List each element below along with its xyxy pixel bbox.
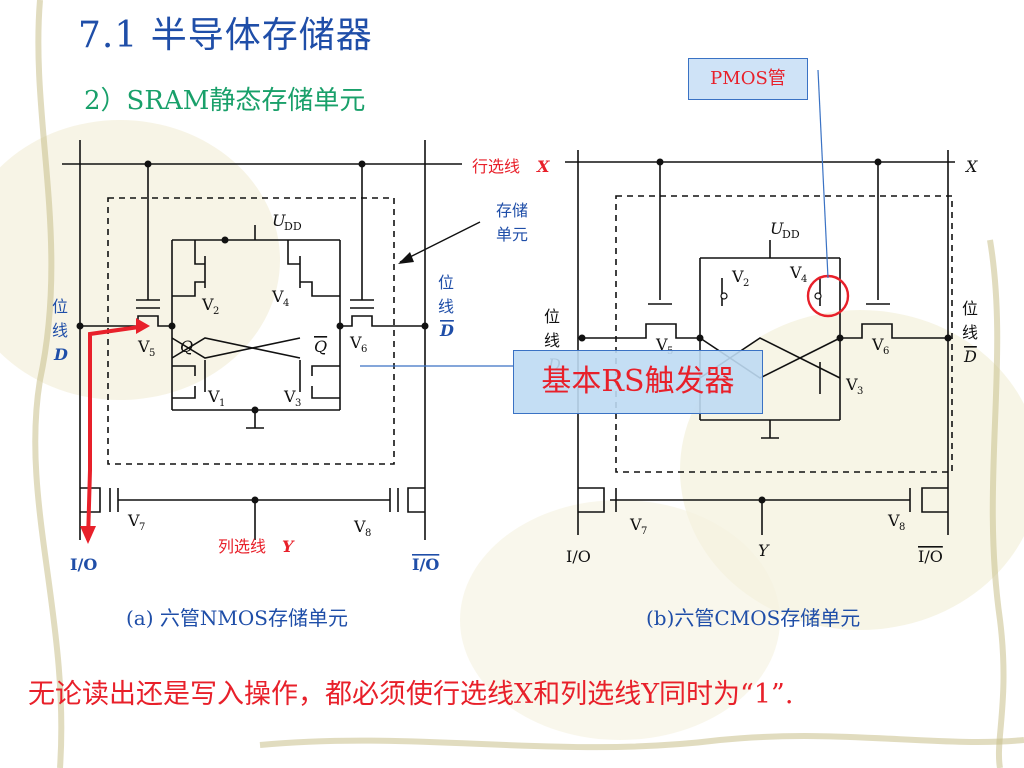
transistor-v4-label: V (271, 287, 284, 306)
transistor-v3-sub: 3 (295, 398, 301, 409)
io-label: I/O (70, 555, 97, 574)
transistor-v5-sub: 5 (149, 348, 155, 359)
transistor-v6-label-b: V (871, 335, 884, 354)
transistor-v6-label: V (349, 333, 362, 352)
row-select-label: 行选线 (472, 157, 520, 176)
col-select-var: Y (282, 537, 295, 556)
row-select-var-b: X (964, 157, 978, 176)
bitline-dbar-label: D (439, 321, 454, 340)
bitline-d-label: D (53, 345, 68, 364)
junction-dots (76, 158, 952, 504)
transistor-v3-label-b: V (845, 375, 858, 394)
pmos-bubble-icon (814, 292, 822, 300)
transistor-v7-sub-b: 7 (641, 526, 647, 537)
udd-subscript: DD (284, 220, 302, 233)
rs-flipflop-callout: 基本RS触发器 (513, 350, 763, 414)
transistor-v7-label-b: V (629, 515, 642, 534)
pmos-callout-pointer (817, 69, 829, 279)
transistor-v5-label-b: V (655, 335, 668, 354)
pmos-highlight-circle (806, 274, 850, 318)
slide-title: 7.1 半导体存储器 (78, 15, 373, 56)
udd-subscript-b: DD (782, 228, 800, 241)
bitline-label: 线 (52, 321, 68, 340)
transistor-v8-sub-b: 8 (899, 522, 905, 533)
bitline-label-b: 位 (544, 307, 560, 326)
bitline-label: 位 (438, 273, 454, 292)
transistor-v1-label: V (207, 387, 220, 406)
pmos-callout: PMOS管 (688, 58, 808, 100)
slide-note: 无论读出还是写入操作，都必须使行选线X和列选线Y同时为“1”. (28, 679, 794, 710)
col-select-label: 列选线 (218, 537, 266, 556)
iobar-label-b: I/O (918, 547, 943, 566)
transistor-v2-label-b: V (731, 267, 744, 286)
qbar-label: Q (314, 337, 327, 356)
io-label-b: I/O (566, 547, 591, 566)
bitline-label-b: 线 (544, 331, 560, 350)
transistor-v8-label-b: V (887, 511, 900, 530)
transistor-v6-sub: 6 (361, 344, 367, 355)
bitline-label: 线 (438, 297, 454, 316)
transistor-v1-sub: 1 (219, 398, 225, 409)
transistor-v2-sub-b: 2 (743, 278, 749, 289)
bitline-dbar-label-b: D (963, 347, 977, 366)
row-select-var: X (536, 157, 550, 176)
arrow-head-icon (80, 526, 96, 544)
transistor-v4-label-b: V (789, 263, 802, 282)
transistor-v2-sub: 2 (213, 306, 219, 317)
storage-cell-label: 单元 (496, 225, 528, 244)
storage-cell-pointer (399, 221, 481, 263)
transistor-v6-sub-b: 6 (883, 346, 889, 357)
arrow-head-icon (136, 318, 150, 334)
transistor-v3-label: V (283, 387, 296, 406)
transistor-v7-label: V (127, 511, 140, 530)
col-select-var-b: Y (758, 541, 770, 560)
transistor-v7-sub: 7 (139, 522, 145, 533)
udd-label-b: U (770, 219, 784, 238)
bitline-label-b: 位 (962, 299, 978, 318)
caption-nmos: (a) 六管NMOS存储单元 (126, 606, 348, 630)
udd-label: U (272, 211, 286, 230)
transistor-v5-label: V (137, 337, 150, 356)
transistor-v8-sub: 8 (365, 528, 371, 539)
transistor-v2-label: V (201, 295, 214, 314)
bitline-label: 位 (52, 297, 68, 316)
storage-cell-label: 存储 (496, 201, 528, 220)
arrow-head-icon (398, 252, 414, 264)
transistor-v4-sub: 4 (283, 298, 289, 309)
caption-cmos: (b)六管CMOS存储单元 (646, 606, 861, 630)
bitline-label-b: 线 (962, 323, 978, 342)
transistor-v4-sub-b: 4 (801, 274, 807, 285)
io-path-arrow (86, 324, 147, 541)
iobar-label: I/O (412, 555, 439, 574)
q-label: Q (180, 337, 193, 356)
pmos-bubble-icon (720, 292, 728, 300)
transistor-v8-label: V (353, 517, 366, 536)
slide-subtitle: 2）SRAM静态存储单元 (84, 86, 366, 116)
transistor-v3-sub-b: 3 (857, 386, 863, 397)
